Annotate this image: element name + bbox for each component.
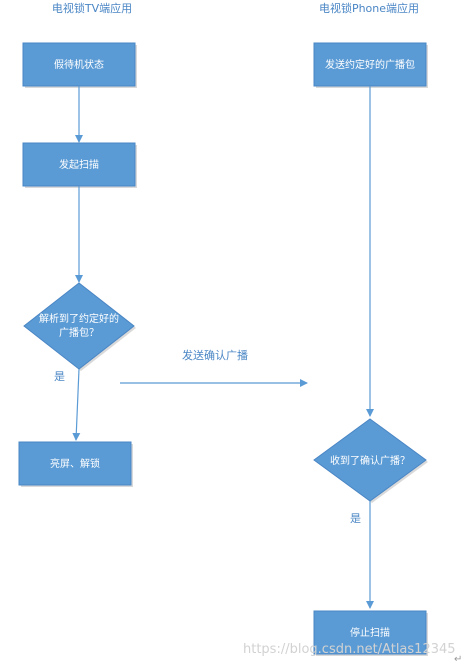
tv-start-scan-label: 发起扫描 xyxy=(59,158,99,171)
tv-parse-label-line2: 广播包？ xyxy=(59,326,99,339)
phone-send-node: 发送约定好的广播包 xyxy=(313,42,428,88)
tv-parse-label-line1: 解析到了约定好的 xyxy=(39,312,119,325)
tv-standby-label: 假待机状态 xyxy=(54,58,104,71)
phone-stop-scan-node: 停止扫描 xyxy=(313,610,428,656)
tv-standby-node: 假待机状态 xyxy=(22,42,137,88)
phone-stop-scan-label: 停止扫描 xyxy=(350,626,390,639)
phone-yes-label: 是 xyxy=(350,512,361,525)
send-confirm-label: 发送确认广播 xyxy=(182,348,248,362)
tv-yes-label: 是 xyxy=(54,370,65,383)
phone-send-label: 发送约定好的广播包 xyxy=(325,58,415,71)
tv-unlock-node: 亮屏、解锁 xyxy=(18,441,133,487)
tv-lane-title: 电视锁TV端应用 xyxy=(52,1,132,15)
phone-received-label: 收到了确认广播？ xyxy=(330,454,410,467)
phone-received-decision: 收到了确认广播？ xyxy=(313,418,428,503)
edge-parse-to-unlock xyxy=(72,368,81,441)
tv-start-scan-node: 发起扫描 xyxy=(22,142,137,188)
tv-unlock-label: 亮屏、解锁 xyxy=(50,457,100,470)
phone-lane-title: 电视锁Phone端应用 xyxy=(319,1,419,15)
watermark-text: https://blog.csdn.net/Atlas12345 xyxy=(243,642,456,657)
paragraph-mark-icon: ↵ xyxy=(454,654,462,665)
tv-parse-decision: 解析到了约定好的 广播包？ xyxy=(23,282,136,371)
